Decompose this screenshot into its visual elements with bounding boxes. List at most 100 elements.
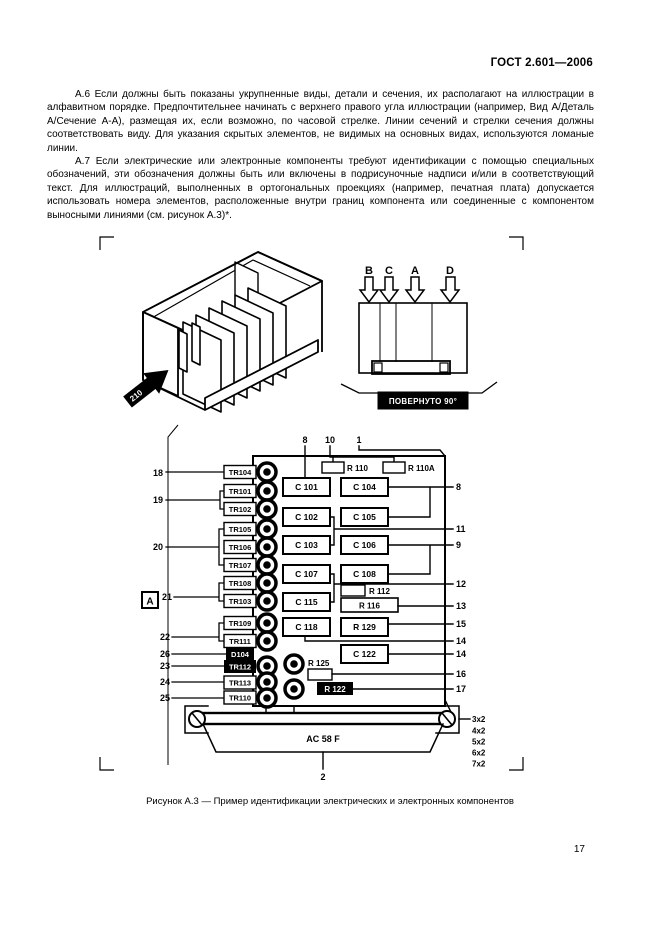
callout-26: 26 [160, 649, 170, 659]
svg-text:TR106: TR106 [229, 543, 252, 552]
hw-4x2: 4x2 [472, 727, 486, 736]
hw-7x2: 7x2 [472, 760, 486, 769]
svg-text:C 105: C 105 [353, 512, 376, 522]
callout-10: 10 [325, 435, 335, 445]
view-a-label: А [141, 591, 159, 609]
svg-text:C 118: C 118 [295, 622, 317, 632]
iso-inner-rim [149, 259, 311, 320]
standard-number-header: ГОСТ 2.601—2006 [490, 57, 593, 69]
svg-text:TR111: TR111 [229, 637, 251, 646]
svg-text:C 102: C 102 [295, 512, 318, 522]
svg-text:А: А [146, 597, 153, 608]
hw-5x2: 5x2 [472, 738, 486, 747]
paragraph-a7: А.7 Если электрические или электронные к… [47, 156, 594, 221]
callout-11: 11 [456, 524, 466, 534]
paragraph-a6: А.6 Если должны быть показаны укрупненны… [47, 89, 594, 154]
svg-text:D104: D104 [231, 650, 250, 659]
r116-label: R 116 [359, 602, 380, 611]
body-text: А.6 Если должны быть показаны укрупненны… [47, 88, 594, 222]
callout-19: 19 [153, 495, 163, 505]
r122-highlight-box [317, 682, 353, 695]
isometric-component-view: 210 [123, 251, 323, 413]
svg-text:TR112: TR112 [229, 663, 251, 672]
top-callout-lines [304, 445, 452, 713]
small-parts: R 112 R 116 R 125 R 122 [307, 584, 399, 695]
callout-25: 25 [160, 693, 170, 703]
iso-view-arrow: 210 [123, 369, 169, 408]
svg-text:C 101: C 101 [295, 482, 318, 492]
callout-16: 16 [456, 669, 466, 679]
callout-2: 2 [320, 772, 325, 782]
connector-strip [184, 705, 471, 770]
svg-text:TR109: TR109 [229, 619, 252, 628]
top-resistors: R 110 R 110A [321, 461, 435, 474]
callout-24: 24 [160, 677, 170, 687]
component-boxes-col1: C 101 C 102 C 103 C 107 C 115 C 118 [282, 477, 331, 637]
svg-text:C 107: C 107 [295, 569, 318, 579]
diode-d104-box [226, 648, 254, 660]
svg-text:C 122: C 122 [353, 649, 376, 659]
svg-text:TR102: TR102 [229, 505, 252, 514]
r125-label: R 125 [308, 659, 330, 668]
hw-6x2: 6x2 [472, 749, 486, 758]
tr112-highlight-box [224, 660, 256, 673]
page-number: 17 [573, 844, 585, 855]
svg-text:TR107: TR107 [229, 561, 252, 570]
svg-text:TR110: TR110 [229, 694, 251, 703]
callout-8-top: 8 [302, 435, 307, 445]
callout-20: 20 [153, 542, 163, 552]
crop-marks [99, 236, 524, 771]
rotation-bracket [340, 381, 498, 394]
svg-text:R 129: R 129 [353, 622, 376, 632]
r110-label: R 110 [347, 464, 368, 473]
connector-label: AC 58 F [306, 734, 340, 744]
svg-text:TR113: TR113 [229, 679, 251, 688]
svg-text:C 106: C 106 [353, 540, 376, 550]
callout-23: 23 [160, 661, 170, 671]
projection-body [358, 302, 468, 374]
callout-17: 17 [456, 684, 466, 694]
svg-text:TR105: TR105 [229, 525, 252, 534]
callout-13: 13 [456, 601, 466, 611]
callout-15: 15 [456, 619, 466, 629]
svg-text:TR104: TR104 [229, 468, 252, 477]
rotated-note-text: ПОВЕРНУТО 90° [389, 397, 457, 406]
callout-18: 18 [153, 468, 163, 478]
board-diagram: 8 10 1 R 110 R 110A 18 1 [153, 435, 486, 782]
svg-text:TR101: TR101 [229, 487, 252, 496]
callout-21: 21 [162, 592, 172, 602]
r110a-label: R 110A [408, 464, 435, 473]
callout-12: 12 [456, 579, 466, 589]
projection-terminal-strip [371, 360, 451, 375]
r112-label: R 112 [369, 587, 390, 596]
iso-outline [142, 251, 323, 411]
callout-8-right: 8 [456, 482, 461, 492]
svg-text:C 103: C 103 [295, 540, 318, 550]
svg-text:C 115: C 115 [295, 597, 317, 607]
callout-22: 22 [160, 632, 170, 642]
callout-9: 9 [456, 540, 461, 550]
callout-14b: 14 [456, 649, 466, 659]
toroid-cores [256, 461, 305, 709]
iso-plates [178, 287, 287, 413]
figure-frame-line [167, 424, 179, 765]
figure-caption: Рисунок А.3 — Пример идентификации элект… [146, 796, 514, 807]
callout-14a: 14 [456, 636, 466, 646]
svg-text:TR108: TR108 [229, 579, 252, 588]
hw-3x2: 3x2 [472, 715, 486, 724]
component-boxes-col2: C 104 C 105 C 106 C 108 R 129 C 122 [340, 477, 389, 664]
arrow-label-d: D [446, 265, 454, 277]
transformer-labels: TR104 TR101 TR102 TR105 TR106 TR107 TR10… [223, 464, 257, 705]
arrow-label-c: С [385, 265, 393, 277]
svg-text:C 108: C 108 [353, 569, 376, 579]
svg-text:TR103: TR103 [229, 597, 252, 606]
view-direction-arrows [358, 276, 461, 304]
arrow-label-b: В [365, 265, 373, 277]
svg-text:C 104: C 104 [353, 482, 376, 492]
rotated-note-box [377, 391, 469, 410]
right-callout-lines [304, 486, 454, 690]
iso-front-rail [204, 339, 319, 411]
callout-1: 1 [356, 435, 361, 445]
